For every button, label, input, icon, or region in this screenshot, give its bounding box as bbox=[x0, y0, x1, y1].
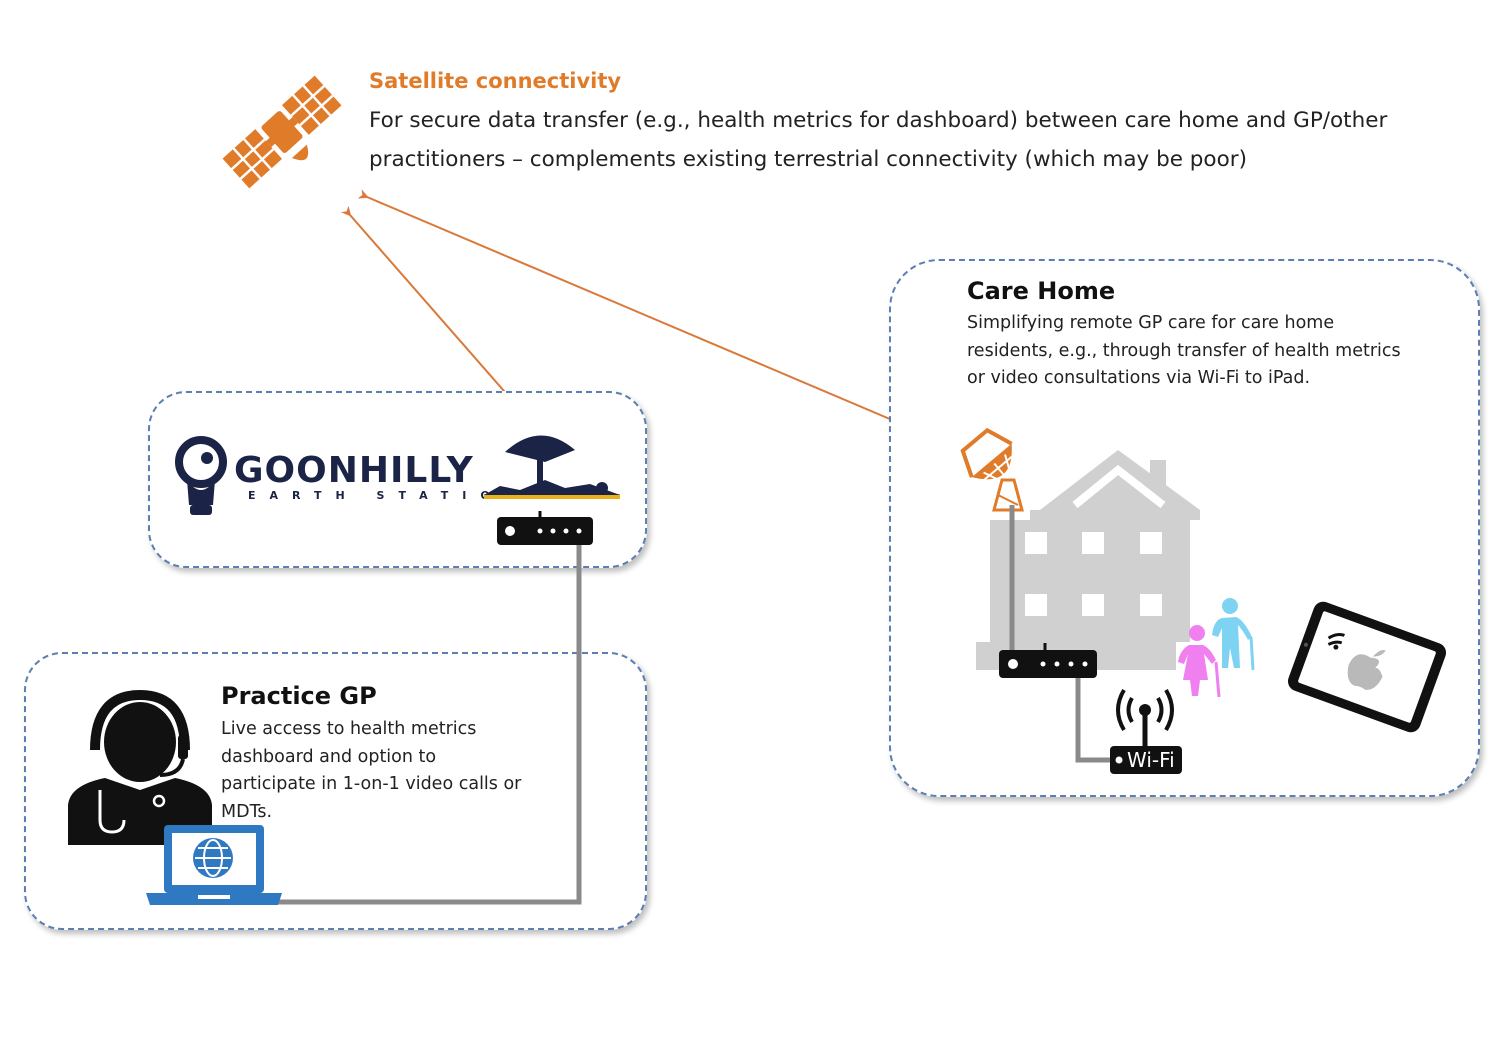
practice-gp-description: Live access to health metrics dashboard … bbox=[221, 716, 521, 826]
practice-gp-description-line: dashboard and option to bbox=[221, 746, 437, 767]
wifi-label: Wi-Fi bbox=[1127, 748, 1175, 772]
practice-gp-description-line: MDTs. bbox=[221, 801, 273, 822]
satellite-description-line: practitioners – complements existing ter… bbox=[369, 147, 1247, 172]
satellite-description: For secure data transfer (e.g., health m… bbox=[369, 101, 1387, 179]
satellite-title: Satellite connectivity bbox=[369, 69, 622, 93]
practice-gp-description-line: Live access to health metrics bbox=[221, 719, 477, 739]
goonhilly-logo-subtext: EARTH STATION bbox=[248, 489, 527, 502]
care-home-description: Simplifying remote GP care for care home… bbox=[967, 310, 1401, 393]
satellite-description-line: For secure data transfer (e.g., health m… bbox=[369, 108, 1388, 133]
practice-gp-description-line: participate in 1-on-1 video calls or bbox=[221, 774, 522, 794]
care-home-description-line: or video consultations via Wi-Fi to iPad… bbox=[967, 368, 1311, 388]
goonhilly-logo-text: GOONHILLY bbox=[234, 450, 474, 491]
practice-gp-title: Practice GP bbox=[221, 682, 377, 710]
arrow-satellite-carehome bbox=[357, 189, 946, 444]
care-home-description-line: Simplifying remote GP care for care home bbox=[967, 313, 1335, 333]
care-home-title: Care Home bbox=[967, 277, 1116, 305]
care-home-description-line: residents, e.g., through transfer of hea… bbox=[967, 340, 1401, 361]
